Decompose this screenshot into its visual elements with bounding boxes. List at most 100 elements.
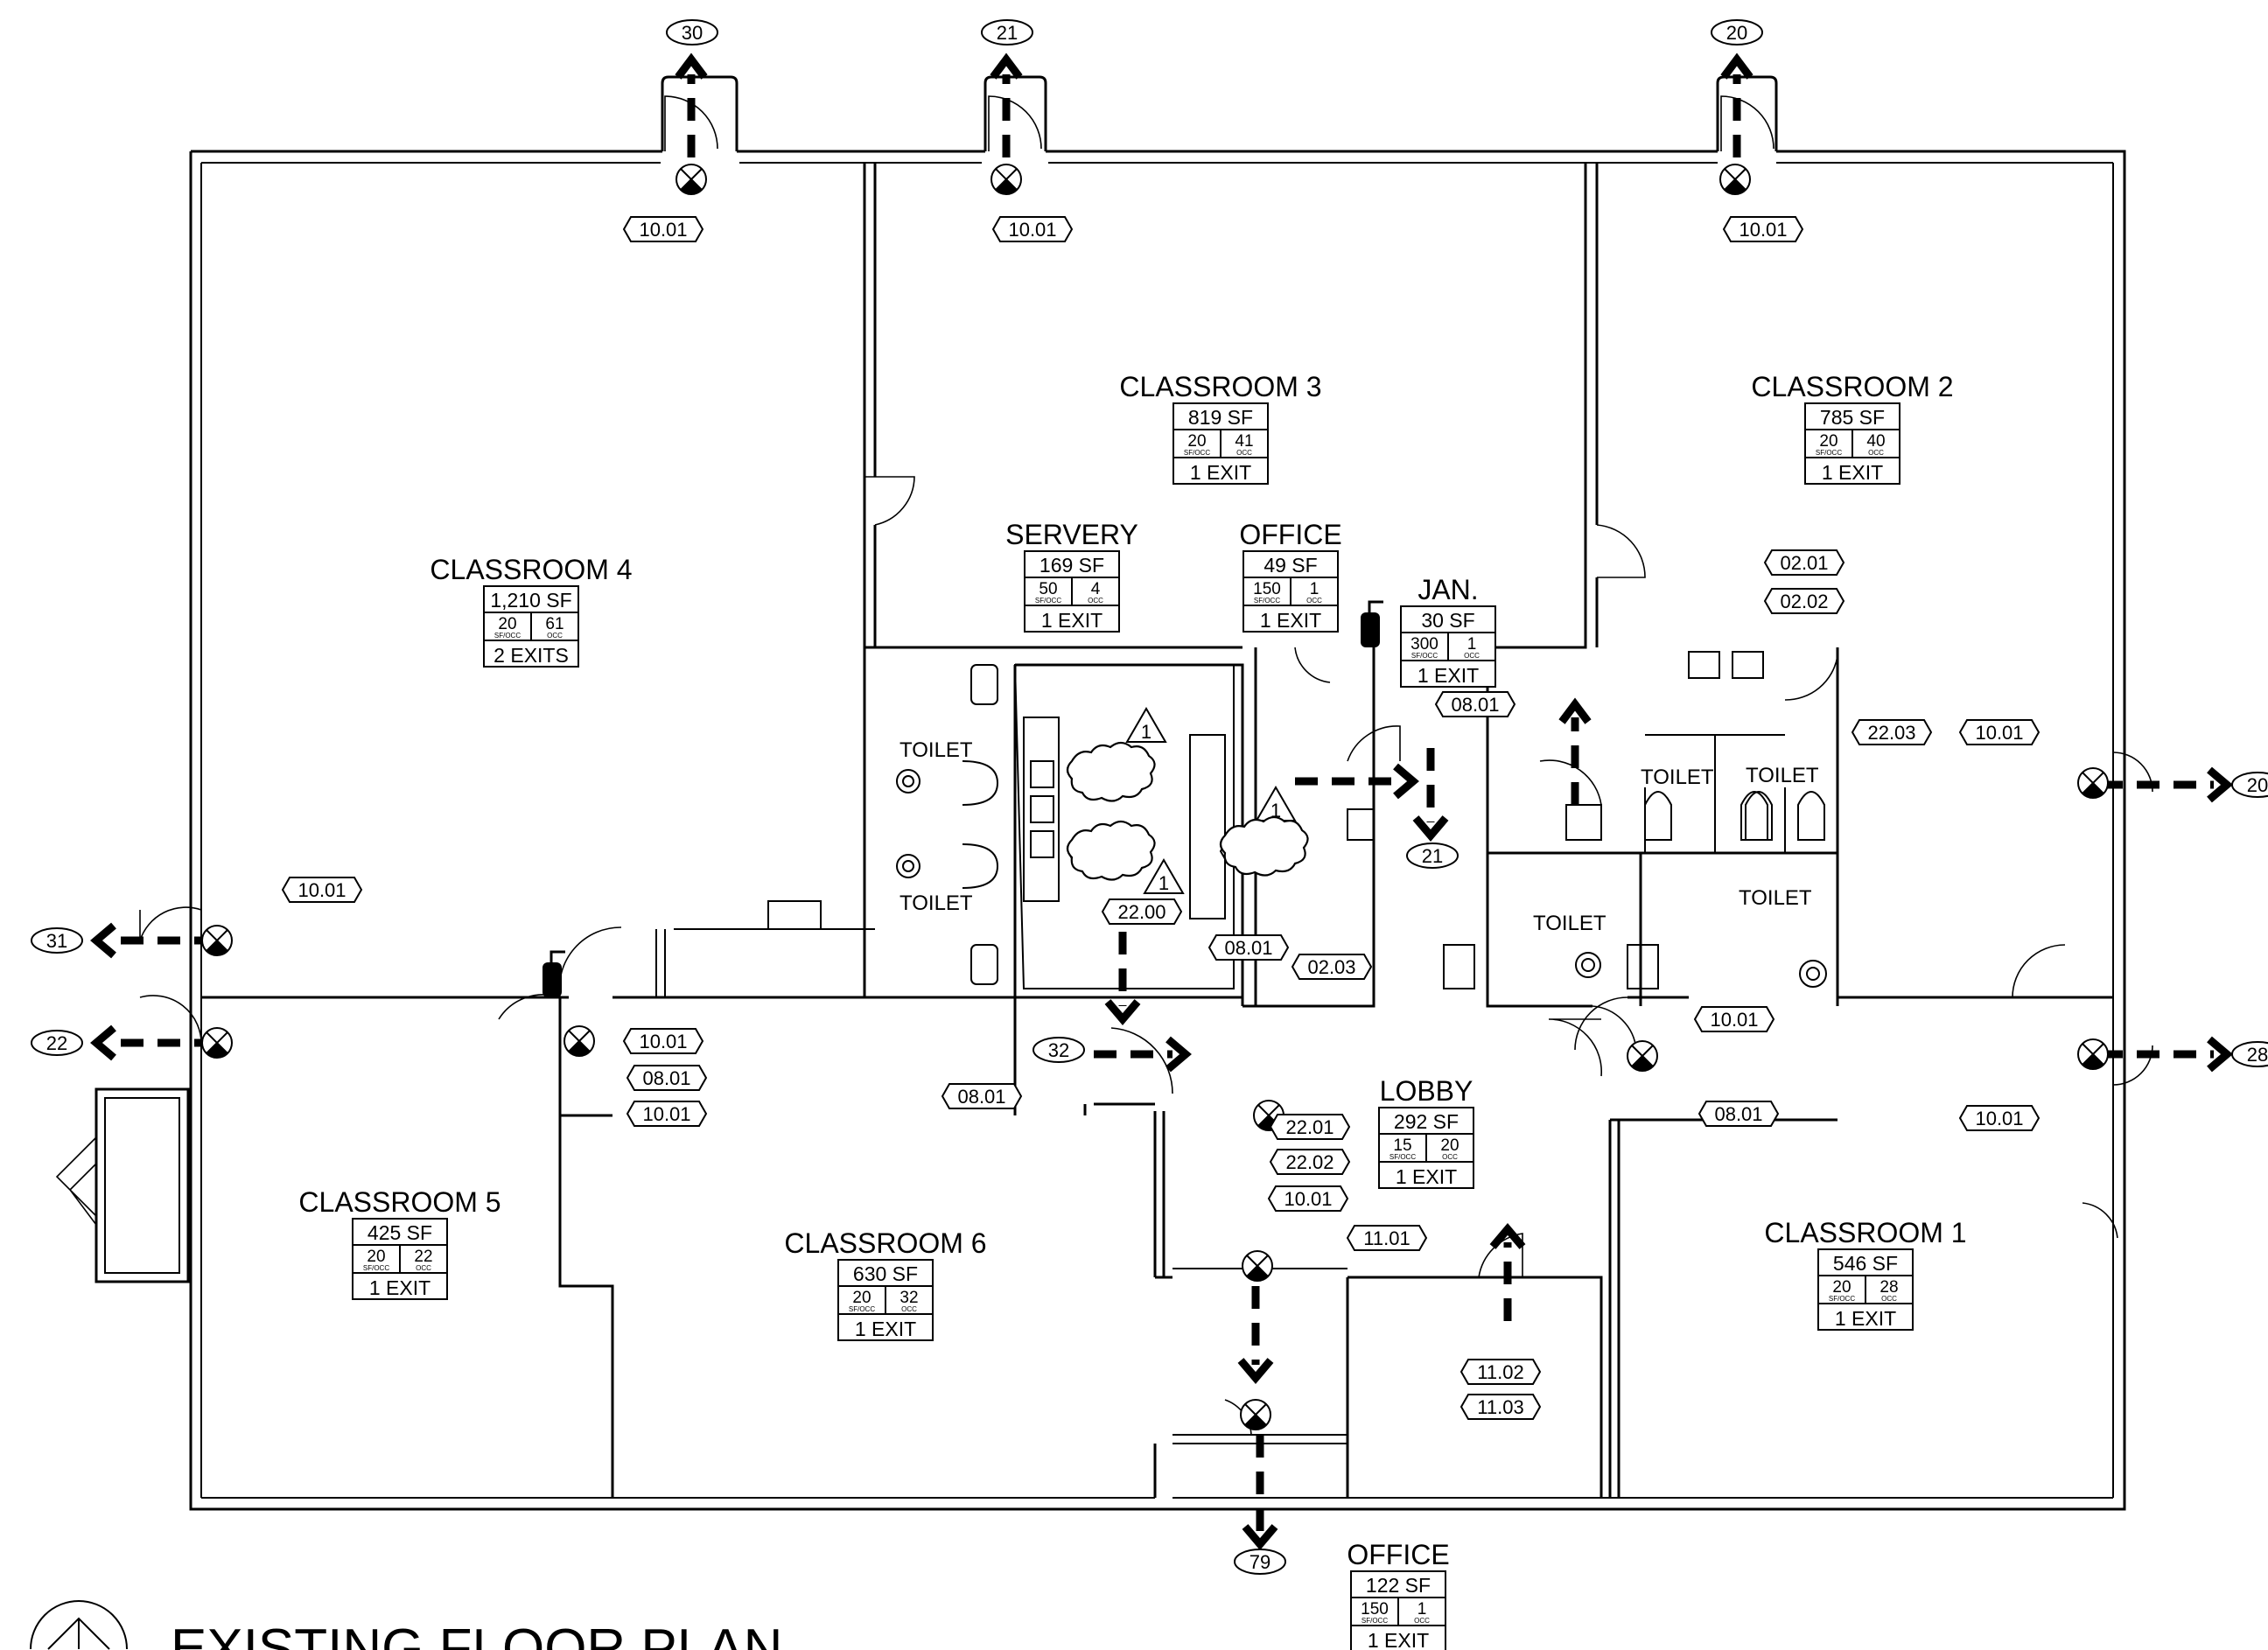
exit-light-icon (1240, 1399, 1271, 1430)
revision-clouds (1066, 741, 1309, 881)
keynote-number: 08.01 (957, 1086, 1005, 1108)
keynote-number: 11.03 (1477, 1396, 1523, 1418)
room-label-toilet-2: TOILET (900, 891, 973, 915)
room-occupants-unit: OCC (1868, 449, 1884, 457)
room-occupants: 4 (1091, 580, 1101, 598)
keynote-tag: 10.01 (281, 877, 363, 903)
room-area: 49 SF (1264, 554, 1317, 577)
keynote-number: 22.00 (1117, 901, 1166, 923)
keynote-tag: 10.01 (622, 1028, 704, 1054)
room-exits: 1 EXIT (369, 1276, 430, 1299)
room-area: 122 SF (1366, 1574, 1431, 1597)
room-name: CLASSROOM 5 (298, 1186, 500, 1218)
room-exits: 1 EXIT (1418, 664, 1479, 687)
keynote-number: 08.01 (642, 1067, 690, 1089)
plumbing-fixtures (767, 651, 1827, 989)
room-name: JAN. (1418, 574, 1478, 605)
exit-light-icon (990, 164, 1022, 195)
room-occupants: 41 (1235, 432, 1253, 451)
room-label-toilet-6: TOILET (1739, 886, 1812, 910)
keynote-number: 10.01 (1710, 1009, 1758, 1031)
exit-occupant-count: 21 (981, 19, 1033, 45)
room-load-factor: 20 (1187, 432, 1206, 451)
keynote-number: 10.01 (1008, 219, 1056, 241)
keynote-number: 08.01 (1714, 1103, 1762, 1125)
room-load-factor-unit: SF/OCC (1829, 1295, 1855, 1303)
keynote-tag: 08.01 (1698, 1101, 1780, 1127)
keynote-tag: 08.01 (626, 1065, 708, 1091)
room-name: CLASSROOM 2 (1751, 371, 1953, 402)
keynote-number: 10.01 (639, 219, 687, 241)
exit-light-icon (564, 1025, 595, 1057)
room-load-factor-unit: SF/OCC (1035, 597, 1061, 605)
exit-occupant-count: 32 (1032, 1037, 1085, 1063)
room-occupants: 28 (1880, 1278, 1898, 1297)
keynote-tag: 02.03 (1291, 954, 1373, 980)
keynote-number: 10.01 (1975, 1108, 2023, 1129)
exit-count-number: 20 (2247, 774, 2268, 796)
building-walls (55, 75, 2126, 1511)
exit-count-number: 79 (1250, 1551, 1270, 1573)
exit-occupant-count: 31 (31, 927, 83, 954)
room-area: 546 SF (1833, 1252, 1898, 1275)
exit-occupant-count: 22 (31, 1030, 83, 1056)
keynote-number: 10.01 (1975, 722, 2023, 744)
exit-count-number: 22 (46, 1032, 67, 1054)
revision-number: 1 (1270, 800, 1281, 822)
room-load-factor: 20 (852, 1289, 871, 1307)
revision-delta: 1 (1125, 707, 1167, 743)
room-load-factor: 150 (1253, 580, 1281, 598)
exit-count-number: 20 (1726, 22, 1747, 44)
room-name: OFFICE (1347, 1539, 1449, 1570)
room-area: 630 SF (853, 1262, 918, 1285)
keynote-number: 22.02 (1285, 1151, 1334, 1173)
keynote-tag: 11.02 (1460, 1359, 1542, 1385)
room-occupants: 32 (900, 1289, 918, 1307)
room-label-toilet-5: TOILET (1533, 912, 1606, 935)
room-name: LOBBY (1380, 1075, 1474, 1107)
room-load-factor-unit: SF/OCC (1184, 449, 1210, 457)
room-exits: 1 EXIT (1835, 1307, 1896, 1330)
keynote-tag: 22.02 (1269, 1149, 1351, 1175)
exit-occupant-count: 28 (2231, 1041, 2268, 1067)
room-occupants-unit: OCC (1881, 1295, 1897, 1303)
keynote-number: 10.01 (1739, 219, 1787, 241)
room-occupants: 1 (1310, 580, 1320, 598)
keynote-tag: 10.01 (991, 216, 1074, 242)
room-area: 425 SF (368, 1221, 432, 1244)
room-occupants-unit: OCC (416, 1264, 431, 1272)
room-load-factor: 20 (1832, 1278, 1851, 1297)
room-occupants-unit: OCC (1306, 597, 1322, 605)
room-load-factor-unit: SF/OCC (1362, 1617, 1388, 1625)
room-occupants-unit: OCC (1414, 1617, 1430, 1625)
room-exits: 1 EXIT (1260, 609, 1321, 632)
room-occupants-unit: OCC (1464, 652, 1480, 660)
drawing-title-block: EXISTING FLOOR PLAN (30, 1600, 782, 1650)
exit-light-icon (1242, 1250, 1273, 1282)
keynote-tag: 22.01 (1269, 1114, 1351, 1140)
room-load-factor: 20 (498, 615, 516, 633)
exit-occupant-count: 79 (1234, 1549, 1286, 1575)
revision-delta: 1 (1143, 858, 1185, 894)
room-name: CLASSROOM 4 (430, 554, 632, 585)
egress-paths (90, 52, 2233, 1550)
keynote-tag: 08.01 (1208, 934, 1290, 961)
room-load-factor-unit: SF/OCC (1411, 652, 1438, 660)
revision-number: 1 (1158, 872, 1169, 894)
keynote-tag: 10.01 (1958, 1105, 2040, 1131)
keynote-number: 10.01 (639, 1031, 687, 1052)
room-area: 169 SF (1040, 554, 1104, 577)
room-occupants: 1 (1418, 1600, 1427, 1619)
exit-light-icon (676, 164, 707, 195)
exit-occupant-count: 20 (2231, 772, 2268, 798)
keynote-tag: 10.01 (622, 216, 704, 242)
revision-number: 1 (1141, 721, 1152, 743)
keynote-tag: 10.01 (1722, 216, 1804, 242)
